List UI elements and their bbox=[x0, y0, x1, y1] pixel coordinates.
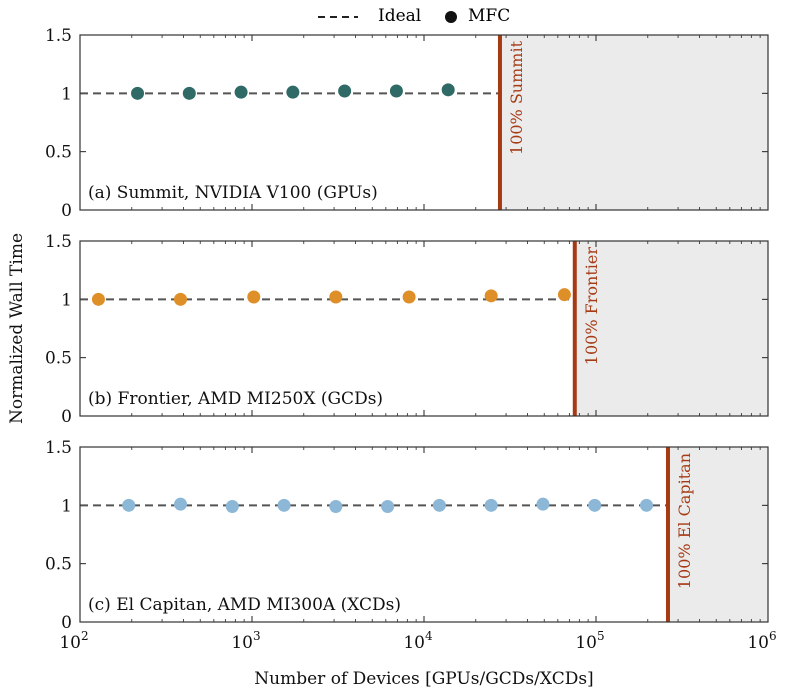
data-point bbox=[225, 500, 239, 513]
legend: Ideal MFC bbox=[318, 4, 538, 28]
capacity-label: 100% Summit bbox=[507, 40, 526, 155]
unavailable-region-1 bbox=[499, 35, 768, 210]
data-point bbox=[329, 500, 343, 513]
y-tick-label: 0.5 bbox=[45, 555, 72, 575]
legend-ideal-label: Ideal bbox=[378, 6, 422, 26]
capacity-label: 100% Frontier bbox=[582, 247, 601, 366]
y-tick-label: 1 bbox=[61, 290, 72, 310]
legend-mfc-swatch bbox=[445, 11, 457, 23]
y-tick-label: 0 bbox=[61, 407, 72, 427]
panel-frame bbox=[79, 34, 769, 211]
y-axis-title: Normalized Wall Time bbox=[7, 233, 27, 424]
data-point bbox=[381, 500, 395, 513]
data-point bbox=[277, 498, 291, 512]
y-tick-label: 1 bbox=[61, 496, 72, 516]
data-point bbox=[484, 289, 498, 303]
data-point bbox=[122, 498, 136, 512]
data-point bbox=[234, 85, 248, 99]
data-point bbox=[131, 86, 145, 100]
y-tick-label: 0.5 bbox=[45, 349, 72, 369]
panel-label: (b) Frontier, AMD MI250X (GCDs) bbox=[88, 389, 383, 409]
data-point bbox=[286, 85, 300, 99]
data-point bbox=[557, 288, 571, 302]
legend-graphic bbox=[318, 11, 457, 23]
unavailable-region-2 bbox=[574, 241, 768, 416]
data-point bbox=[588, 498, 602, 512]
x-tick-label: 104 bbox=[403, 629, 433, 653]
capacity-label: 100% El Capitan bbox=[675, 453, 694, 589]
data-point bbox=[338, 84, 352, 98]
unavailable-region-3 bbox=[667, 447, 768, 622]
x-tick-label: 105 bbox=[575, 629, 604, 653]
data-point bbox=[247, 290, 261, 304]
y-tick-label: 1 bbox=[61, 84, 72, 104]
panel-label: (c) El Capitan, AMD MI300A (XCDs) bbox=[88, 595, 401, 615]
y-tick-label: 0 bbox=[61, 613, 72, 633]
y-tick-label: 1.5 bbox=[45, 26, 72, 46]
y-tick-label: 1.5 bbox=[45, 232, 72, 252]
data-point bbox=[536, 497, 550, 511]
data-point bbox=[432, 498, 446, 512]
x-axis-title: Number of Devices [GPUs/GCDs/XCDs] bbox=[254, 669, 593, 689]
data-point bbox=[174, 292, 188, 306]
data-point bbox=[441, 83, 455, 97]
x-tick-label: 106 bbox=[747, 629, 776, 653]
data-point bbox=[639, 498, 653, 512]
data-point bbox=[174, 497, 188, 511]
y-tick-label: 0.5 bbox=[45, 143, 72, 163]
data-point bbox=[484, 498, 498, 512]
y-tick-label: 1.5 bbox=[45, 438, 72, 458]
data-point bbox=[402, 290, 416, 304]
legend-mfc-label: MFC bbox=[468, 6, 511, 26]
data-point bbox=[329, 290, 343, 304]
y-tick-label: 0 bbox=[61, 201, 72, 221]
x-tick-label: 103 bbox=[231, 629, 260, 653]
x-tick-label: 102 bbox=[59, 629, 88, 653]
panel-frame bbox=[79, 446, 769, 623]
panel-frame bbox=[79, 240, 769, 417]
data-point bbox=[182, 86, 196, 100]
data-point bbox=[389, 84, 403, 98]
data-point bbox=[91, 292, 105, 306]
panel-label: (a) Summit, NVIDIA V100 (GPUs) bbox=[88, 183, 378, 203]
